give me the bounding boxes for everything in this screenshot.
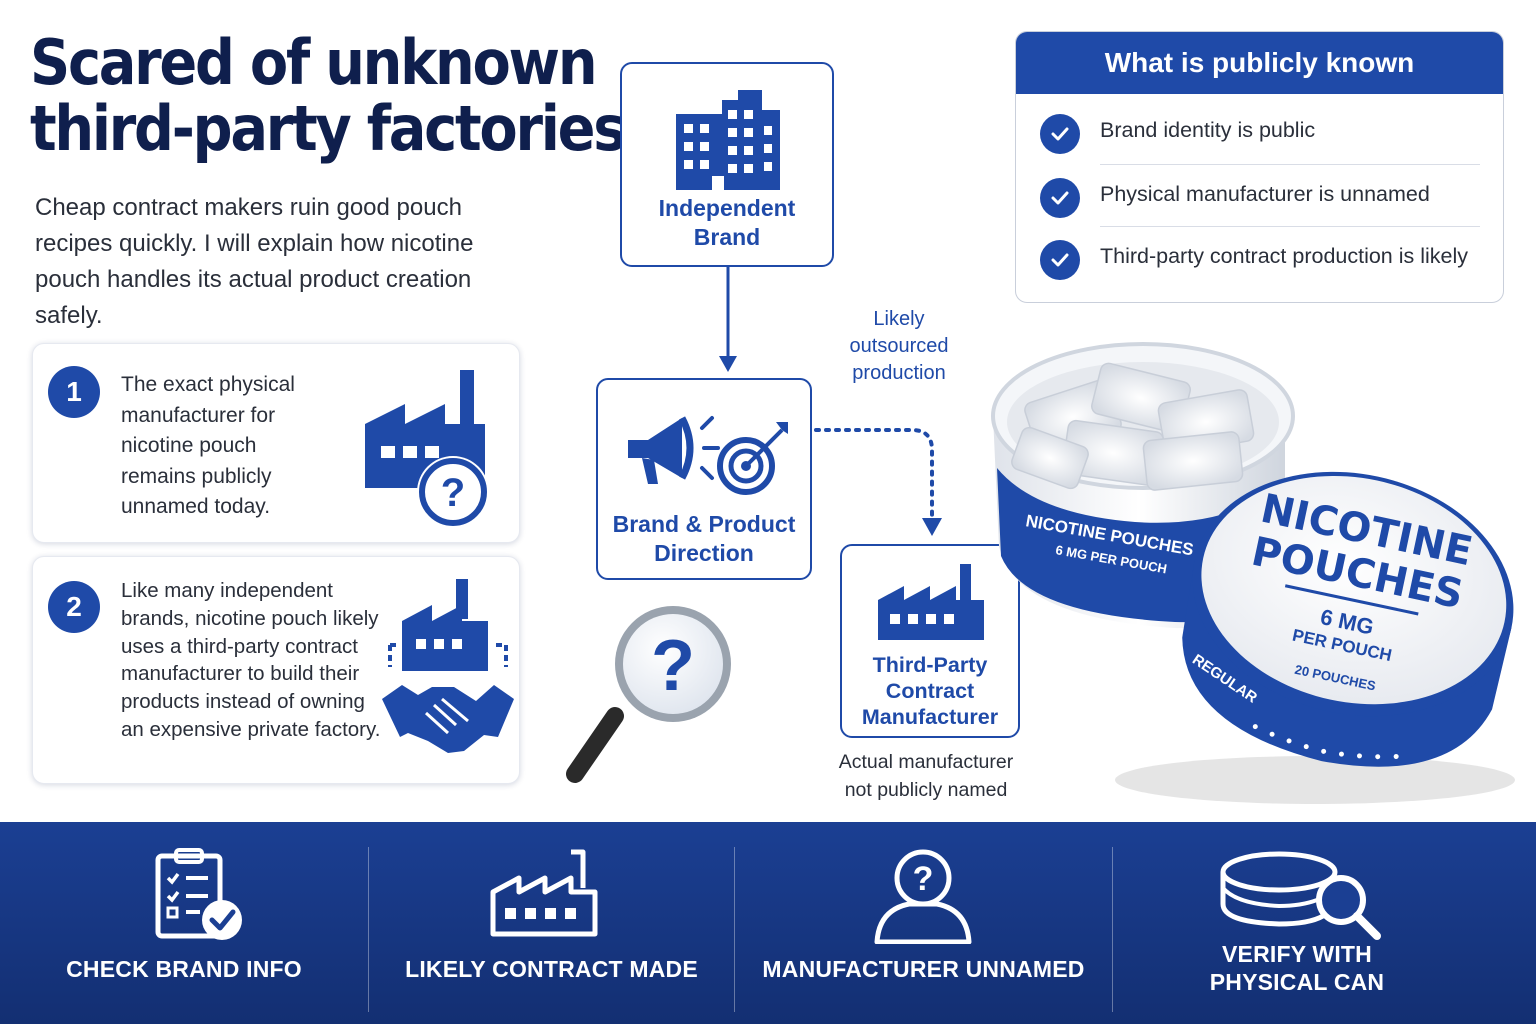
card-text: Like many independent brands, nicotine p… [121, 579, 381, 741]
manufacturer-footnote: Actual manufacturer not publicly named [820, 748, 1032, 804]
megaphone-target-icon [628, 416, 788, 495]
dotted-arrow-icon [814, 428, 942, 536]
factory-question-icon: ? [365, 370, 489, 528]
check-circle-icon [1040, 114, 1080, 154]
summary-item-unnamed: ? MANUFACTURER UNNAMED [735, 822, 1112, 1024]
panel-title: What is publicly known [1016, 32, 1503, 94]
step-number-badge: 2 [48, 581, 100, 633]
independent-brand-box: Independent Brand [620, 62, 834, 267]
summary-item-contract: LIKELY CONTRACT MADE [369, 822, 734, 1024]
svg-text:?: ? [913, 860, 934, 898]
factory-handshake-icon [382, 579, 514, 753]
title-line-1: Scared of unknown [30, 26, 598, 99]
check-circle-icon [1040, 240, 1080, 280]
page-title: Scared of unknown third-party factories? [30, 26, 657, 165]
nicotine-pouch-can-image: NICOTINE POUCHES 6 MG PER POUCH REGULAR … [991, 342, 1515, 804]
known-item-text: Physical manufacturer is unnamed [1100, 182, 1430, 206]
contract-manufacturer-box: Third-Party Contract Manufacturer [840, 544, 1020, 738]
separator [734, 847, 735, 1012]
card-text: The exact physical manufacturer for nico… [121, 373, 295, 518]
bottom-summary-bar: CHECK BRAND INFO LIKELY CONTRACT MADE ? … [0, 822, 1536, 1024]
known-item-text: Third-party contract production is likel… [1100, 244, 1469, 268]
manufacturer-label-line1: Third-Party [872, 653, 988, 677]
brand-label-line2: Brand [693, 224, 761, 250]
separator [1112, 847, 1113, 1012]
step-number-badge: 1 [48, 366, 100, 418]
outsourced-note: Likely outsourced production [838, 306, 960, 387]
direction-label-line1: Brand & Product [612, 511, 796, 537]
title-line-2: third-party factories? [30, 92, 657, 165]
svg-text:?: ? [651, 626, 695, 706]
summary-label-line2: PHYSICAL CAN [1209, 969, 1385, 995]
unknown-person-icon: ? [874, 849, 972, 944]
footnote-line2: not publicly named [844, 779, 1008, 801]
info-card-1: 1 The exact physical manufacturer for ni… [32, 343, 520, 543]
outsourced-line1: Likely [873, 308, 925, 330]
brand-label-line1: Independent [658, 195, 796, 221]
known-item: Third-party contract production is likel… [1040, 228, 1480, 290]
summary-label: LIKELY CONTRACT MADE [405, 956, 698, 982]
summary-item-check-brand: CHECK BRAND INFO [0, 822, 368, 1024]
brand-direction-box: Brand & Product Direction [596, 378, 812, 580]
factory-icon [878, 564, 984, 640]
known-item-text: Brand identity is public [1100, 118, 1316, 142]
office-building-icon [676, 90, 780, 190]
can-magnifier-icon [1220, 851, 1381, 940]
footnote-line1: Actual manufacturer [838, 751, 1014, 773]
magnifier-question-icon: ? [566, 606, 731, 783]
divider [1100, 226, 1480, 227]
svg-text:?: ? [441, 471, 465, 515]
clipboard-check-icon [155, 848, 242, 940]
manufacturer-label-line3: Manufacturer [861, 705, 999, 729]
separator [368, 847, 369, 1012]
divider [1100, 164, 1480, 165]
direction-label-line2: Direction [654, 540, 754, 566]
arrow-down-icon [719, 266, 737, 372]
outsourced-line3: production [852, 362, 946, 384]
factory-icon [490, 849, 598, 937]
intro-text: Cheap contract makers ruin good pouch re… [35, 194, 474, 329]
summary-label: MANUFACTURER UNNAMED [762, 956, 1085, 982]
info-card-2: 2 Like many independent brands, nicotine… [32, 556, 520, 784]
check-circle-icon [1040, 178, 1080, 218]
known-item: Physical manufacturer is unnamed [1040, 166, 1480, 228]
summary-label-line1: VERIFY WITH [1221, 941, 1372, 967]
manufacturer-label-line2: Contract [885, 679, 975, 703]
outsourced-line2: outsourced [849, 335, 949, 357]
known-item: Brand identity is public [1040, 102, 1480, 164]
summary-label: VERIFY WITH PHYSICAL CAN [1113, 940, 1481, 996]
summary-label: CHECK BRAND INFO [66, 956, 302, 982]
summary-item-verify: VERIFY WITH PHYSICAL CAN [1113, 822, 1481, 1024]
publicly-known-panel: What is publicly known Brand identity is… [1015, 31, 1504, 303]
